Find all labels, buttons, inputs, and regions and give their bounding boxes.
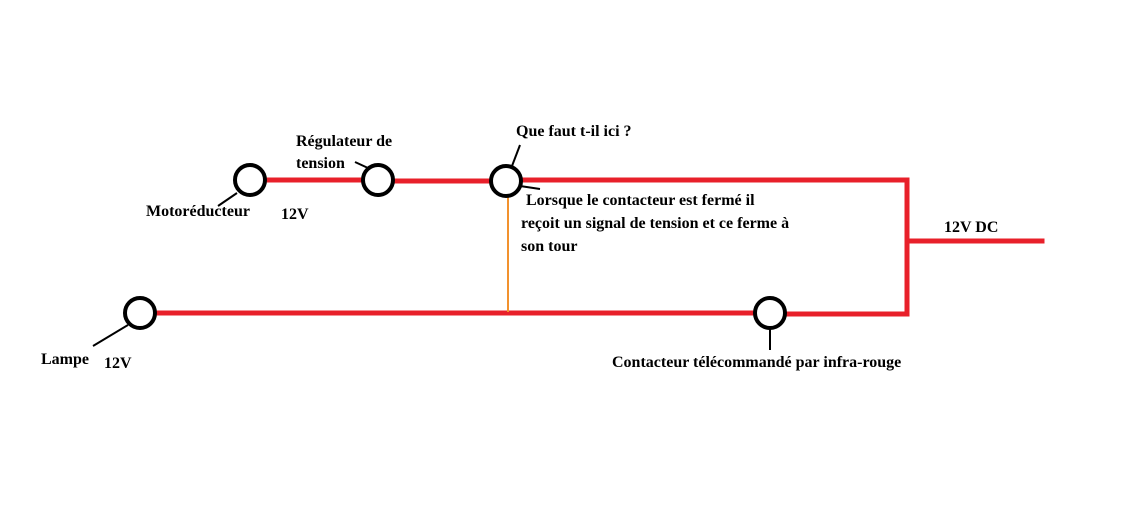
label-lamp-voltage: 12V: [104, 355, 132, 372]
leader-lamp: [92, 324, 129, 347]
motor-node: [233, 163, 267, 197]
leader-regulator: [354, 161, 369, 169]
leader-lines: [92, 144, 771, 350]
lamp-node: [123, 296, 157, 330]
label-regulator-line1: Régulateur de: [296, 133, 392, 150]
components: [123, 163, 787, 330]
label-motor: Motoréducteur: [146, 203, 250, 220]
label-motor-voltage: 12V: [281, 206, 309, 223]
label-regulator-line2: tension: [296, 155, 345, 172]
label-ir-contactor: Contacteur télécommandé par infra-rouge: [612, 354, 901, 371]
relay-node: [489, 164, 523, 198]
leader-motor: [217, 192, 238, 207]
label-explanation-line2: reçoit un signal de tension et ce ferme …: [521, 215, 789, 232]
label-lamp: Lampe: [41, 351, 89, 368]
leader-question: [511, 144, 521, 167]
label-explanation-line1: Lorsque le contacteur est fermé il: [526, 192, 755, 209]
leader-explanation: [519, 185, 541, 190]
label-question: Que faut t-il ici ?: [516, 123, 632, 140]
ir-contactor-node: [753, 296, 787, 330]
labels: Motoréducteur 12V Régulateur de tension …: [41, 123, 998, 372]
wires: [137, 177, 1045, 317]
label-explanation-line3: son tour: [521, 238, 577, 255]
regulator-node: [361, 163, 395, 197]
label-supply: 12V DC: [944, 219, 998, 236]
